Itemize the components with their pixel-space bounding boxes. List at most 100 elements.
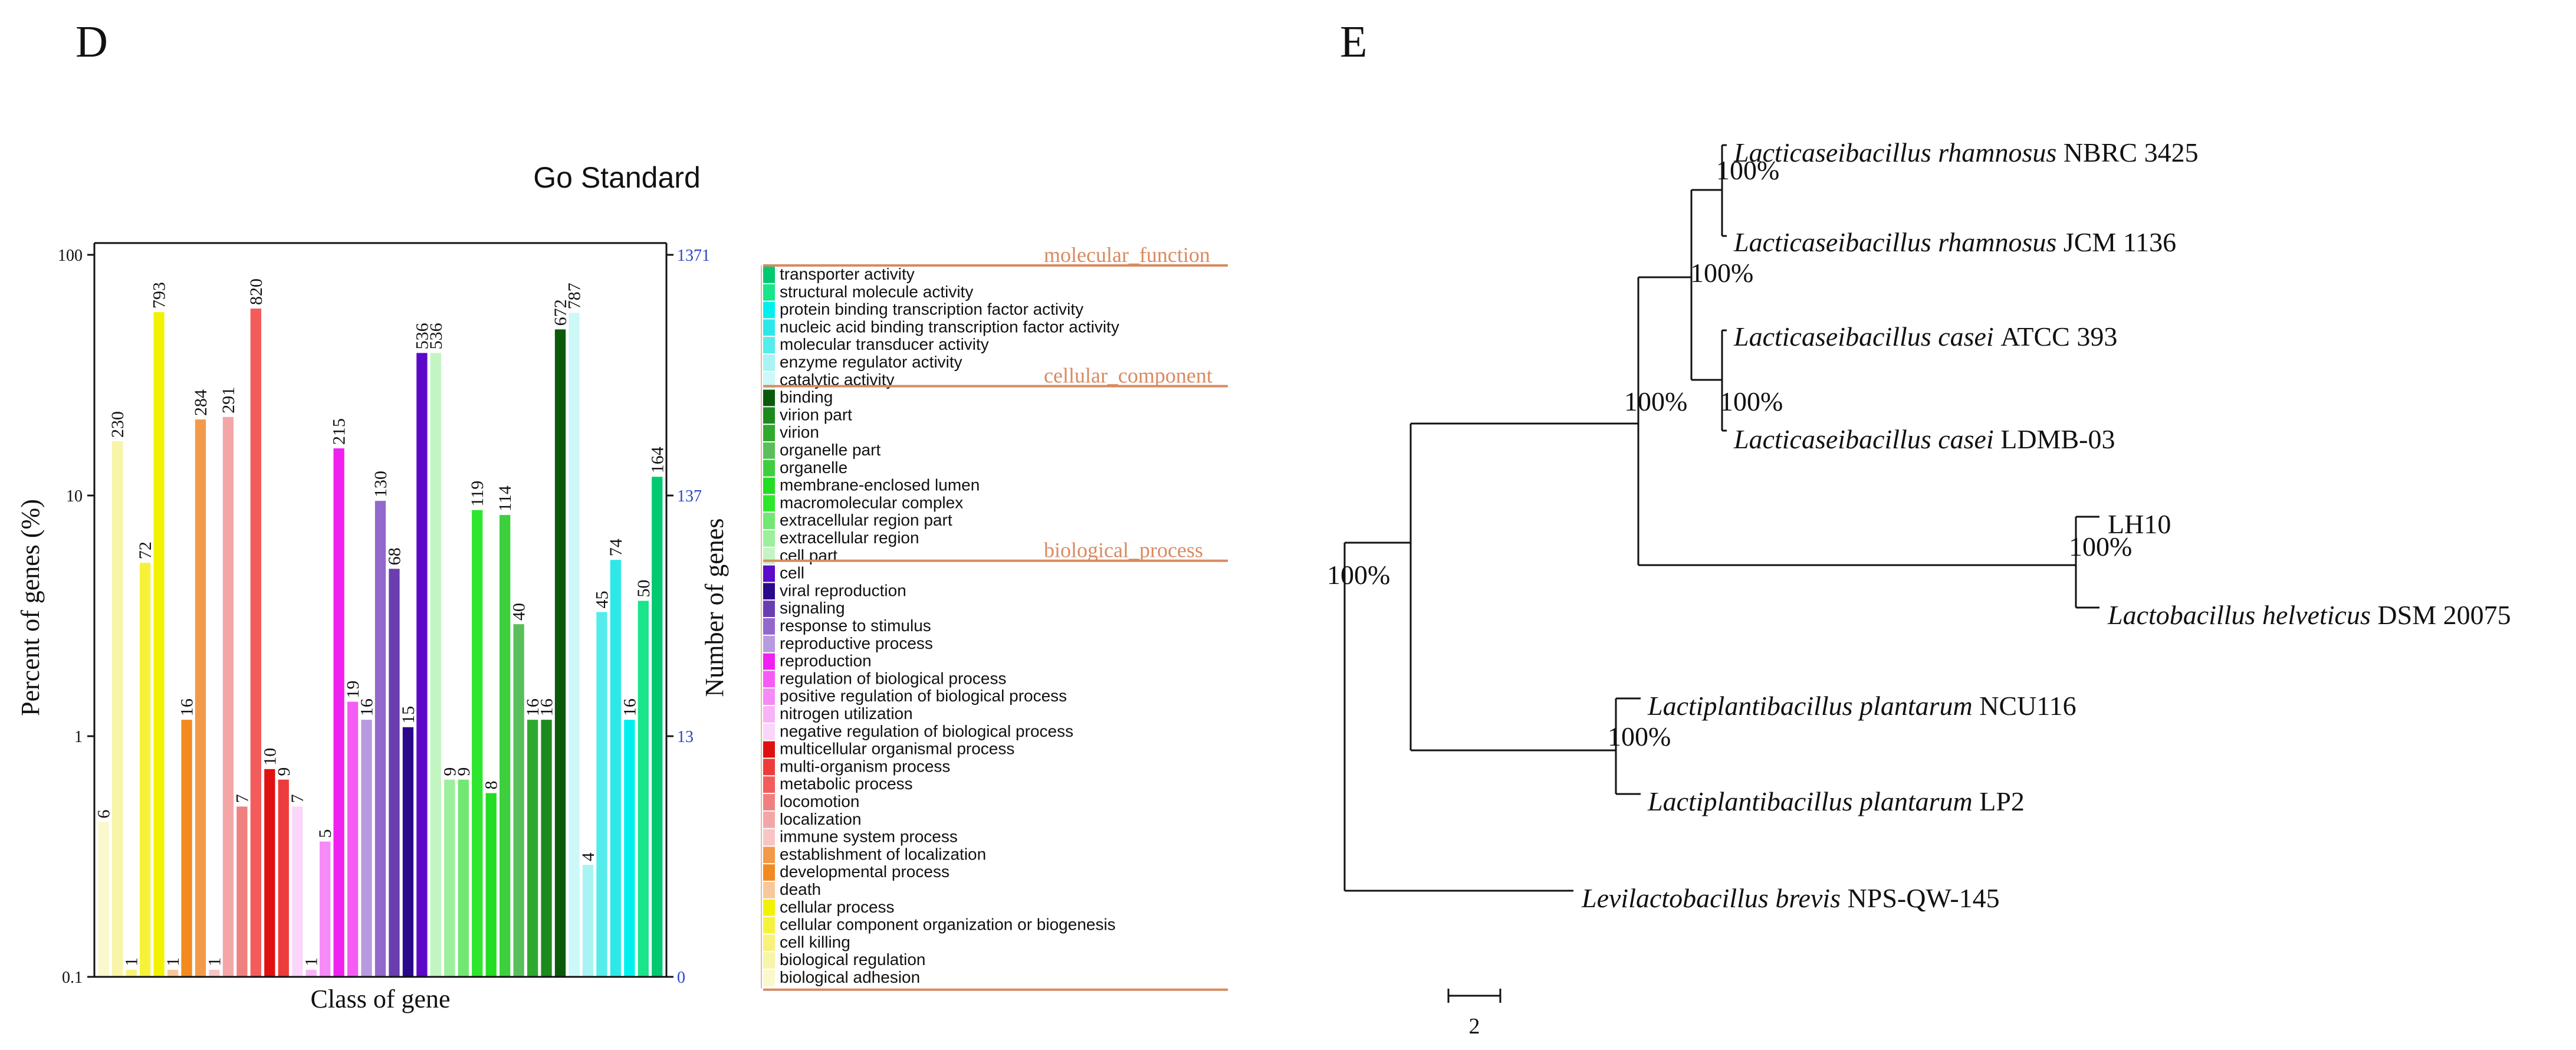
bar-value-label: 5 — [316, 829, 335, 838]
legend-group-name: biological_process — [1044, 539, 1203, 562]
go-chart: Go Standard 6230172793116284129178201097… — [16, 161, 1228, 1013]
bar-value-label: 536 — [412, 323, 432, 349]
bar-value-label: 7 — [232, 794, 252, 803]
legend-swatch — [763, 319, 775, 336]
legend-swatch — [763, 882, 775, 898]
bar-value-label: 820 — [247, 278, 266, 305]
legend-item-label: organelle — [780, 458, 847, 477]
legend-swatch — [763, 389, 775, 406]
tree-leaf-label: Lactiplantibacillus plantarum LP2 — [1647, 786, 2025, 816]
legend-item-label: extracellular region part — [780, 511, 952, 529]
tree-leaf-label: Lactobacillus helveticus DSM 20075 — [2107, 600, 2511, 630]
legend-item-label: reproductive process — [780, 634, 933, 652]
tree-leaf-label: Lacticaseibacillus rhamnosus JCM 1136 — [1733, 227, 2176, 257]
bar — [624, 720, 635, 977]
legend-swatch — [763, 477, 775, 494]
bar — [472, 510, 483, 977]
legend-swatch — [763, 425, 775, 441]
y-tick-label-right: 0 — [677, 969, 685, 987]
bar — [347, 701, 359, 977]
legend-item-label: enzyme regulator activity — [780, 353, 962, 371]
legend-group-name: cellular_component — [1044, 364, 1213, 388]
bar-value-label: 6 — [94, 809, 114, 818]
legend-swatch — [763, 671, 775, 688]
bar — [361, 720, 372, 977]
bar-value-label: 10 — [260, 748, 280, 766]
bar — [181, 720, 192, 977]
panel-letter-e: E — [1340, 17, 1367, 67]
legend-item-label: structural molecule activity — [780, 283, 973, 301]
legend-item-label: developmental process — [780, 862, 949, 881]
bar-value-label: 536 — [426, 323, 446, 349]
bar-value-label: 40 — [510, 603, 529, 621]
legend-swatch — [763, 284, 775, 301]
legend-item-label: negative regulation of biological proces… — [780, 722, 1073, 740]
bar-value-label: 1 — [122, 957, 142, 966]
bootstrap-support-label: 100% — [1327, 560, 1390, 590]
bars: 6230172793116284129178201097152151916130… — [94, 278, 667, 977]
legend-swatch — [763, 267, 775, 283]
bar-value-label: 50 — [634, 580, 653, 598]
bar — [652, 477, 663, 977]
bar — [582, 865, 594, 977]
y-axis-label-right: Number of genes — [700, 518, 729, 697]
legend-item-label: establishment of localization — [780, 845, 986, 863]
bar-value-label: 7 — [288, 794, 307, 803]
tree-leaf-label: LH10 — [2108, 509, 2171, 539]
bootstrap-support-label: 100% — [1608, 721, 1671, 752]
legend-item-label: multicellular organismal process — [780, 740, 1014, 758]
legend-swatch — [763, 829, 775, 846]
bar — [319, 841, 331, 977]
legend-swatch — [763, 372, 775, 389]
legend-swatch — [763, 706, 775, 723]
legend-item-label: nucleic acid binding transcription facto… — [780, 317, 1119, 336]
bar — [153, 312, 165, 977]
legend-item-label: virion part — [780, 405, 852, 424]
legend-item-label: cell — [780, 564, 804, 582]
legend-swatch — [763, 513, 775, 529]
bar — [112, 441, 123, 977]
bar — [444, 779, 455, 977]
bar-value-label: 1 — [163, 957, 183, 966]
chart-title: Go Standard — [533, 161, 701, 194]
bar — [305, 970, 317, 977]
legend-swatch — [763, 355, 775, 371]
panel-letter-d: D — [75, 17, 108, 67]
bar-value-label: 9 — [454, 767, 474, 776]
legend-item-label: biological regulation — [780, 950, 926, 969]
tree-leaf-label: Levilactobacillus brevis NPS-QW-145 — [1581, 883, 2000, 913]
legend-swatch — [763, 952, 775, 969]
bar-value-label: 8 — [482, 781, 501, 790]
legend-item-label: transporter activity — [780, 265, 915, 283]
legend-item-label: metabolic process — [780, 775, 913, 793]
legend-frame — [761, 265, 762, 989]
bar-value-label: 16 — [178, 698, 197, 716]
bar — [195, 419, 206, 977]
bar-value-label: 9 — [274, 767, 294, 776]
legend-item-label: protein binding transcription factor act… — [780, 300, 1083, 319]
bar-value-label: 74 — [606, 539, 626, 556]
bar — [638, 601, 649, 977]
legend-item-label: extracellular region — [780, 529, 919, 547]
legend-item-label: reproduction — [780, 652, 872, 670]
legend-swatch — [763, 688, 775, 705]
bar-value-label: 16 — [620, 698, 639, 716]
bar — [292, 806, 303, 977]
bootstrap-support-label: 100% — [1720, 386, 1783, 416]
bar — [209, 970, 220, 977]
bar — [541, 720, 552, 977]
legend-item-label: localization — [780, 810, 862, 828]
legend-swatch — [763, 741, 775, 758]
legend-item-label: signaling — [780, 599, 845, 617]
bar — [430, 353, 442, 977]
bar-value-label: 16 — [357, 698, 377, 716]
x-axis-label: Class of gene — [310, 985, 450, 1013]
bar-value-label: 16 — [537, 698, 557, 716]
bar — [167, 970, 179, 977]
bootstrap-support-label: 100% — [1716, 155, 1779, 185]
legend-item-label: positive regulation of biological proces… — [780, 687, 1067, 705]
legend-swatch — [763, 301, 775, 319]
tree-leaf-label: Lacticaseibacillus casei ATCC 393 — [1733, 321, 2117, 352]
